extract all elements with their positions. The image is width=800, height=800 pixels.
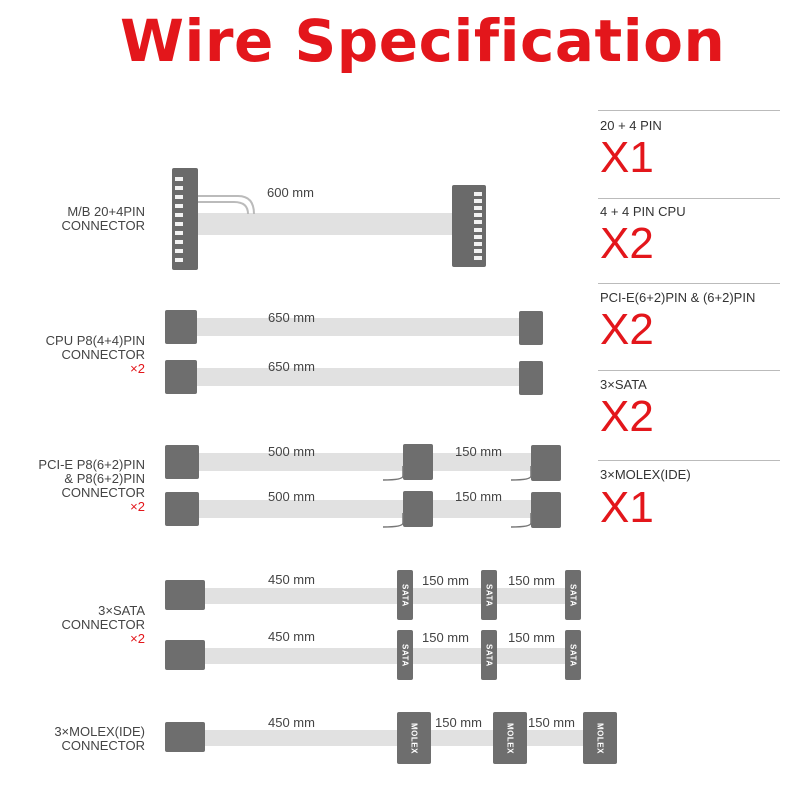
- cpu-label-line-1: CPU P8(4+4)PIN: [45, 333, 145, 348]
- mb-cable: [198, 213, 452, 235]
- cpu-length-1: 650 mm: [268, 310, 315, 325]
- qty-value-cpu: X2: [600, 219, 654, 268]
- molex-length-ext-b: 150 mm: [528, 715, 575, 730]
- sata-connector-1a: SATA: [397, 570, 413, 620]
- sata-connector-2a: SATA: [397, 630, 413, 680]
- mb-length: 600 mm: [267, 185, 314, 200]
- molex-connector-label: 3×MOLEX(IDE) CONNECTOR: [54, 725, 145, 753]
- molex-length-main: 450 mm: [268, 715, 315, 730]
- sata-connector-2c: SATA: [565, 630, 581, 680]
- mb-connector-left: [172, 168, 198, 270]
- cpu-connector-left-1: [165, 310, 197, 344]
- molex-connector-left: [165, 722, 205, 752]
- cpu-cable-1: [197, 318, 519, 336]
- qty-value-sata: X2: [600, 392, 654, 441]
- mb-connector-right: [452, 185, 486, 267]
- cpu-cable-2: [197, 368, 519, 386]
- sata-length-ext-2a: 150 mm: [422, 630, 469, 645]
- molex-cable-main: [205, 730, 397, 746]
- cpu-connector-left-2: [165, 360, 197, 394]
- qty-value-molex: X1: [600, 483, 654, 532]
- qty-label-molex: 3×MOLEX(IDE): [600, 467, 691, 482]
- sata-cable-ext-2b: [497, 648, 565, 664]
- pcie-connector-mid-2: [403, 491, 433, 527]
- sata-connector-left-2: [165, 640, 205, 670]
- qty-label-atx: 20 + 4 PIN: [600, 118, 662, 133]
- molex-length-ext-a: 150 mm: [435, 715, 482, 730]
- sata-multiplier: ×2: [130, 631, 145, 646]
- cpu-connector-right-1: [519, 311, 543, 345]
- molex-connector-c: MOLEX: [583, 712, 617, 764]
- pcie-length-ext-2: 150 mm: [455, 489, 502, 504]
- mb-connector-label: M/B 20+4PIN CONNECTOR: [61, 205, 145, 233]
- molex-label-line-2: CONNECTOR: [61, 738, 145, 753]
- mb-wire-loop: [198, 195, 255, 215]
- pcie-multiplier: ×2: [130, 499, 145, 514]
- sata-connector-left-1: [165, 580, 205, 610]
- cpu-label-line-2: CONNECTOR: [61, 347, 145, 362]
- sata-connector-1c: SATA: [565, 570, 581, 620]
- pcie-length-main-1: 500 mm: [268, 444, 315, 459]
- sata-cable-ext-2a: [413, 648, 481, 664]
- pcie-cable-ext-2: [433, 500, 531, 518]
- sata-label-line-2: CONNECTOR: [61, 617, 145, 632]
- molex-connector-b: MOLEX: [493, 712, 527, 764]
- pcie-length-main-2: 500 mm: [268, 489, 315, 504]
- pcie-label-line-1: PCI-E P8(6+2)PIN: [38, 457, 145, 472]
- sata-length-ext-1a: 150 mm: [422, 573, 469, 588]
- sata-label-line-1: 3×SATA: [98, 603, 145, 618]
- pcie-label-line-3: CONNECTOR: [61, 485, 145, 500]
- sata-cable-main-1: [205, 588, 397, 604]
- sata-cable-main-2: [205, 648, 397, 664]
- molex-connector-a: MOLEX: [397, 712, 431, 764]
- qty-divider-5: [598, 460, 780, 461]
- qty-divider-1: [598, 110, 780, 111]
- cpu-length-2: 650 mm: [268, 359, 315, 374]
- sata-length-main-1: 450 mm: [268, 572, 315, 587]
- qty-divider-4: [598, 370, 780, 371]
- sata-length-ext-2b: 150 mm: [508, 630, 555, 645]
- pcie-wire-hook-1: [382, 466, 532, 481]
- pcie-connector-left-2: [165, 492, 199, 526]
- sata-connector-2b: SATA: [481, 630, 497, 680]
- pcie-cable-main-1: [199, 453, 403, 471]
- molex-cable-ext-a: [431, 730, 493, 746]
- pcie-cable-ext-1: [433, 453, 531, 471]
- pcie-connector-right-1: [531, 445, 561, 481]
- qty-divider-3: [598, 283, 780, 284]
- qty-label-cpu: 4 + 4 PIN CPU: [600, 204, 686, 219]
- mb-label-line-1: M/B 20+4PIN: [67, 204, 145, 219]
- qty-divider-2: [598, 198, 780, 199]
- cpu-connector-label: CPU P8(4+4)PIN CONNECTOR ×2: [46, 334, 145, 376]
- cpu-multiplier: ×2: [130, 361, 145, 376]
- qty-label-sata: 3×SATA: [600, 377, 647, 392]
- sata-connector-label: 3×SATA CONNECTOR ×2: [61, 604, 145, 646]
- sata-length-ext-1b: 150 mm: [508, 573, 555, 588]
- molex-label-line-1: 3×MOLEX(IDE): [54, 724, 145, 739]
- pcie-cable-main-2: [199, 500, 403, 518]
- pcie-connector-left-1: [165, 445, 199, 479]
- qty-label-pcie: PCI-E(6+2)PIN & (6+2)PIN: [600, 290, 756, 305]
- sata-cable-ext-1a: [413, 588, 481, 604]
- page-title: Wire Specification: [120, 7, 726, 75]
- pcie-connector-right-2: [531, 492, 561, 528]
- pcie-label-line-2: & P8(6+2)PIN: [64, 471, 145, 486]
- cpu-connector-right-2: [519, 361, 543, 395]
- pcie-connector-label: PCI-E P8(6+2)PIN & P8(6+2)PIN CONNECTOR …: [38, 458, 145, 514]
- qty-value-atx: X1: [600, 133, 654, 182]
- pcie-connector-mid-1: [403, 444, 433, 480]
- qty-value-pcie: X2: [600, 305, 654, 354]
- pcie-length-ext-1: 150 mm: [455, 444, 502, 459]
- mb-label-line-2: CONNECTOR: [61, 218, 145, 233]
- pcie-wire-hook-2: [382, 513, 532, 528]
- sata-length-main-2: 450 mm: [268, 629, 315, 644]
- sata-cable-ext-1b: [497, 588, 565, 604]
- sata-connector-1b: SATA: [481, 570, 497, 620]
- molex-cable-ext-b: [527, 730, 583, 746]
